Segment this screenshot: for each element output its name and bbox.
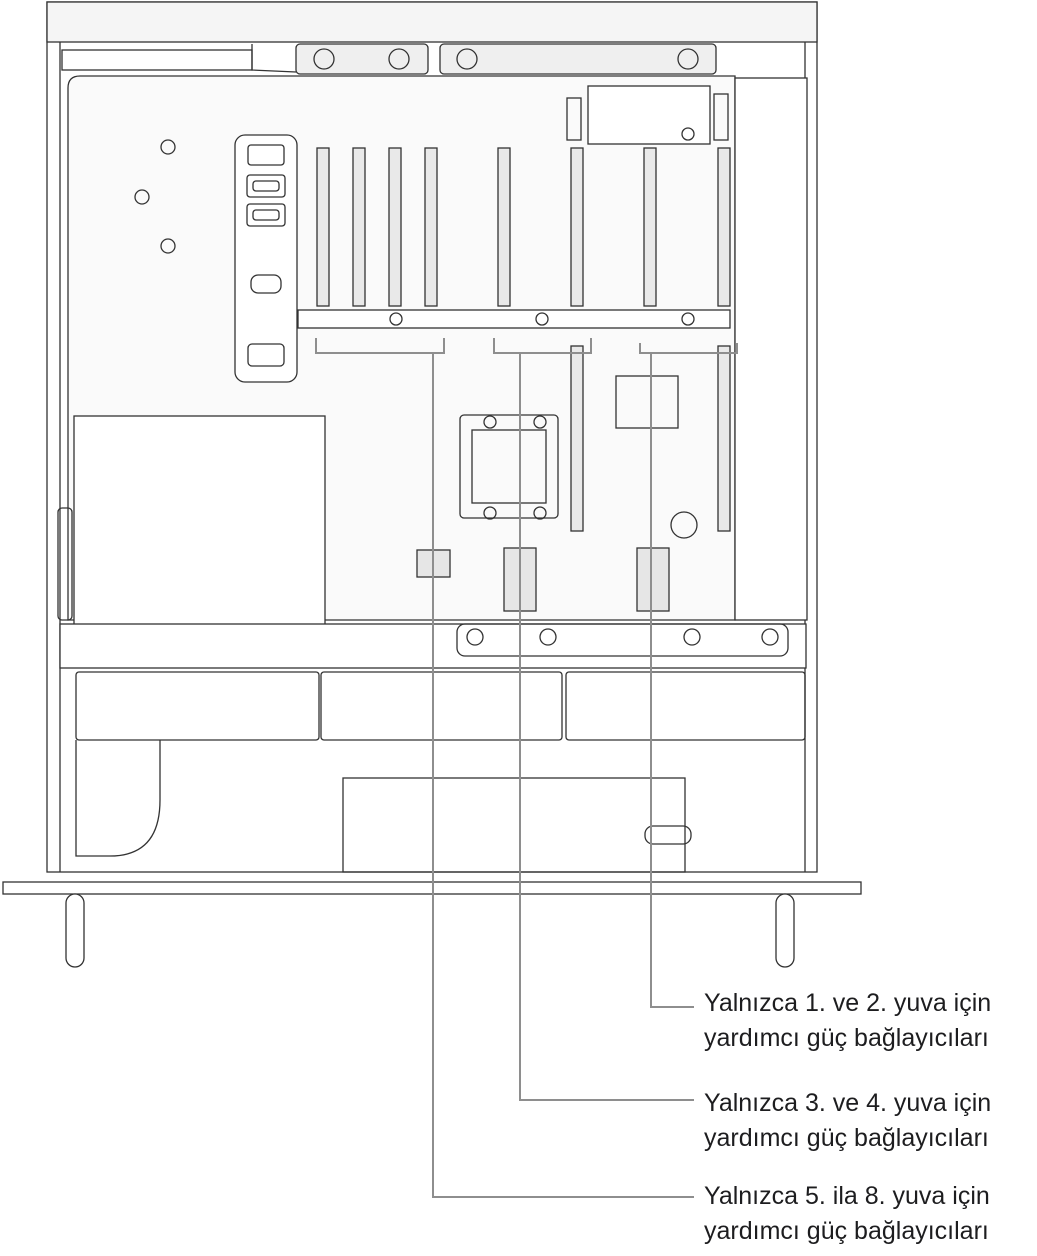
power-supply [57,415,326,627]
leader-line-3 [315,338,694,1198]
callout-slots-3-4: Yalnızca 3. ve 4. yuva için yardımcı güç… [704,1086,991,1156]
drive-bay [734,77,808,621]
callout-3-line-1: Yalnızca 5. ila 8. yuva için [704,1182,990,1210]
aux-power-connector-slots-1-2 [636,547,670,612]
pcie-slots [297,147,731,329]
leader-line-2 [493,338,694,1101]
callout-slots-1-2: Yalnızca 1. ve 2. yuva için yardımcı güç… [704,986,991,1056]
io-card [234,134,298,383]
callout-slots-5-8: Yalnızca 5. ila 8. yuva için yardımcı gü… [704,1179,990,1249]
callout-3-line-2: yardımcı güç bağlayıcıları [704,1217,989,1245]
callout-2-line-2: yardımcı güç bağlayıcıları [704,1124,989,1152]
leader-line-1 [639,343,738,1008]
board-components [459,85,731,539]
callout-1-line-1: Yalnızca 1. ve 2. yuva için [704,989,992,1017]
top-handle [251,43,717,75]
callout-1-line-2: yardımcı güç bağlayıcıları [704,1024,989,1052]
callout-2-line-1: Yalnızca 3. ve 4. yuva için [704,1089,992,1117]
